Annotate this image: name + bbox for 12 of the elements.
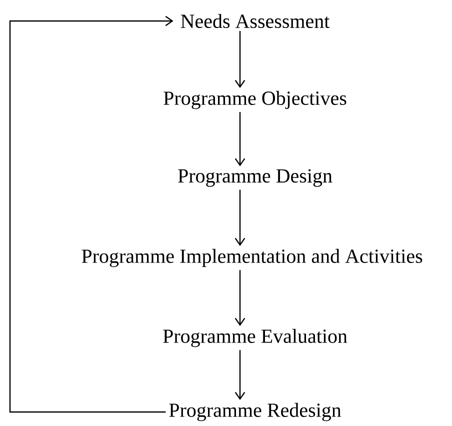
arrow: [234, 190, 246, 246]
step-text: Programme Objectives: [164, 90, 346, 110]
feedback-arrow: [9, 16, 174, 413]
arrow: [234, 30, 246, 88]
step-text: Needs Assessment: [180, 14, 330, 28]
step-text: Programme Evaluation: [163, 328, 348, 348]
step-text: Programme Redesign: [169, 402, 342, 422]
arrow: [234, 270, 246, 326]
step-text: Programme Design: [178, 169, 332, 187]
step-text: Programme Implementation and Activities: [82, 248, 422, 268]
arrow: [234, 112, 246, 166]
arrow: [234, 350, 246, 400]
